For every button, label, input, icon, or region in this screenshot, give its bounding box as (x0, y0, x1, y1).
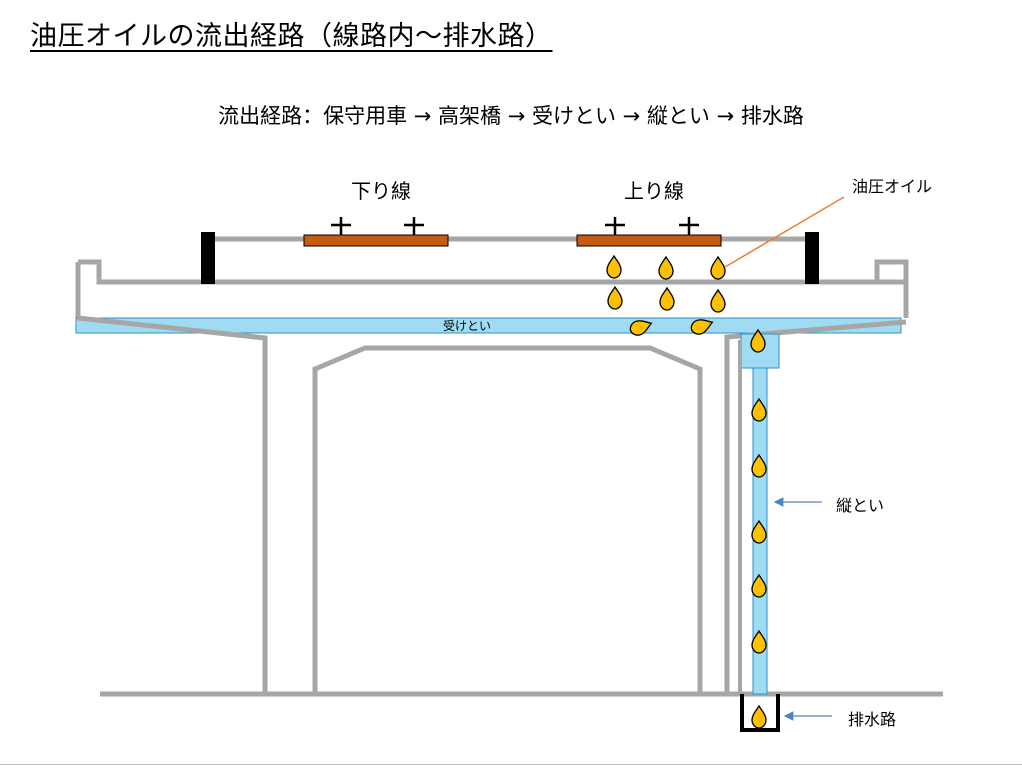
right-parapet (805, 232, 819, 284)
down-track-vehicle (303, 234, 449, 247)
pier-opening (312, 345, 703, 694)
pier-outer (77, 315, 907, 694)
down-track-label: 下り線 (351, 179, 411, 203)
flow-route-text: 流出経路：保守用車 → 高架橋 → 受けとい → 縦とい → 排水路 (218, 104, 804, 128)
left-parapet (201, 232, 215, 284)
hydraulic-oil-leader-line (724, 196, 845, 268)
hydraulic-oil-label: 油圧オイル (852, 177, 932, 196)
page-title: 油圧オイルの流出経路（線路内～排水路） (30, 21, 553, 52)
down-track-wheel-marks (331, 217, 424, 235)
slide-bottom-border (0, 764, 1022, 765)
up-track-vehicle (576, 234, 722, 247)
drain-channel (740, 694, 780, 732)
drain-label: 排水路 (848, 710, 896, 729)
up-track-label: 上り線 (624, 179, 684, 203)
catch-gutter-label: 受けとい (443, 319, 491, 333)
up-track-wheel-marks (605, 217, 699, 235)
downspout-label: 縦とい (836, 496, 884, 515)
